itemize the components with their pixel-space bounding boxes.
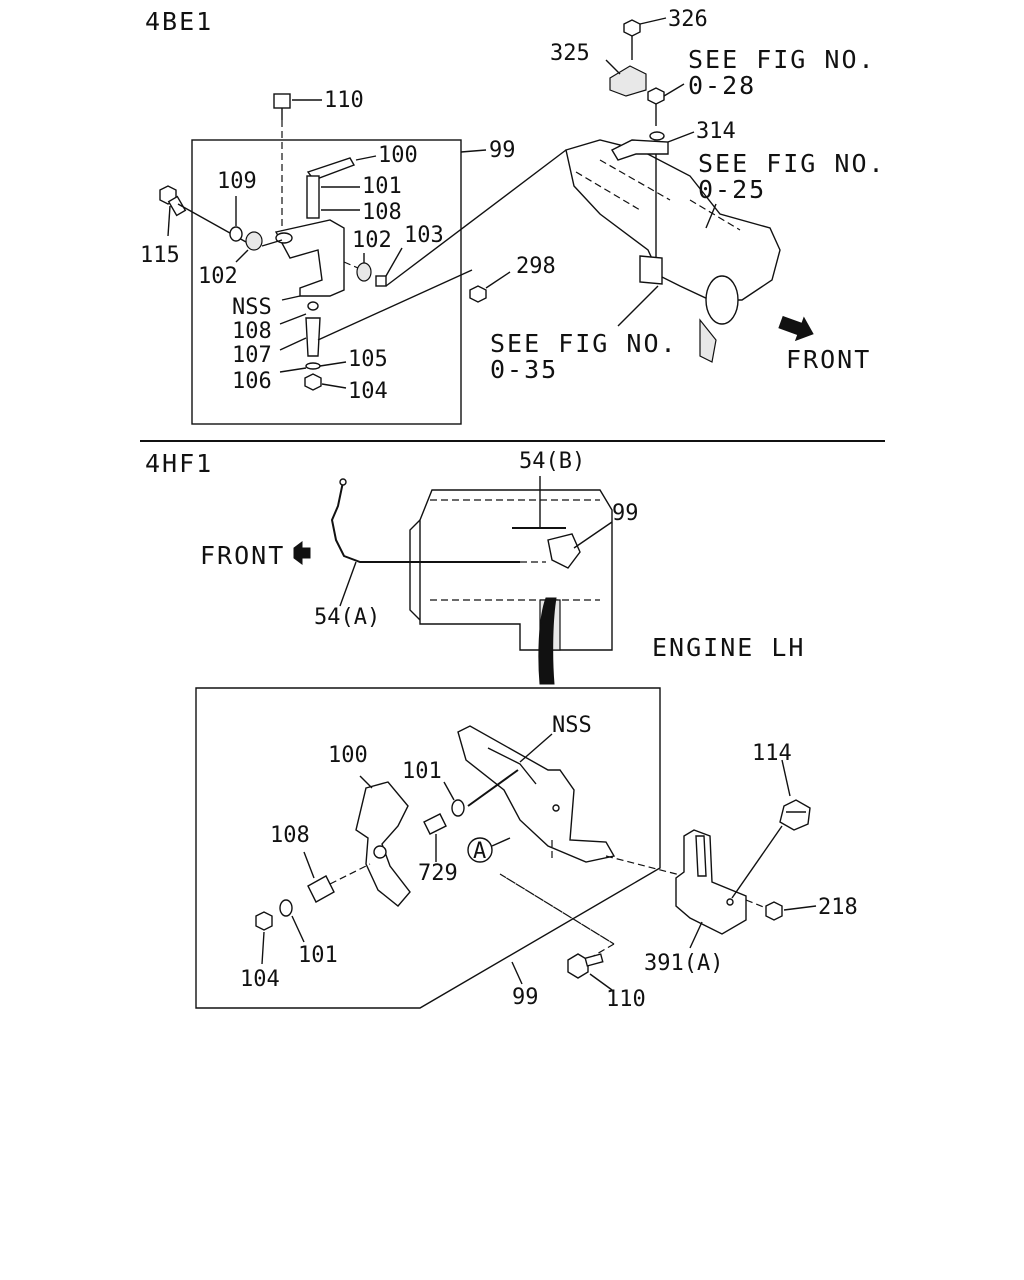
bracket-391a [675,829,747,935]
callout-99-top: 99 [489,138,516,163]
bracket-4be1 [274,219,345,297]
callout-108-detail: 108 [270,823,310,848]
callout-108-lower: 108 [232,319,272,344]
section-4hf1: 4HF1 54(A) 54(B) 99 FRONT ENGINE LH [145,449,858,1012]
callout-nss-top: NSS [232,295,272,320]
callout-325-top: 325 [550,41,590,66]
callout-115-top: 115 [140,243,180,268]
cable-54a [330,481,520,563]
sleeve-729 [423,813,447,835]
callout-104-detail: 104 [240,967,280,992]
front-arrow-icon-top [778,315,814,342]
nut-104-detail [255,911,273,931]
circle-ref-a-icon [467,837,493,863]
callout-102-right: 102 [352,228,392,253]
callout-102-left: 102 [198,264,238,289]
callout-729: 729 [418,861,458,886]
callout-99-overview: 99 [612,501,639,526]
ref-fig-028-line2: 0-28 [688,71,756,100]
bracket-99-overview [547,533,581,569]
nut-218 [765,901,783,921]
nut-298 [469,285,487,303]
callout-54a: 54(A) [314,605,380,630]
section-4be1: 4BE1 110 100 101 108 99 [140,7,886,425]
callout-108-top: 108 [362,200,402,225]
engine-lh-label: ENGINE LH [652,633,805,662]
callout-114: 114 [752,741,792,766]
callout-218: 218 [818,895,858,920]
callout-106-top: 106 [232,369,272,394]
assembly-box-4be1 [191,139,462,425]
callout-101-lower: 101 [298,943,338,968]
callout-391a: 391(A) [644,951,723,976]
bolt-110-detail [567,953,604,979]
cap-325 [609,65,647,97]
circle-ref-a: A [473,839,486,864]
bolt-115 [159,185,187,217]
bolt-326 [623,19,641,60]
clip-114 [779,799,811,831]
bracket-314 [611,131,669,161]
rod-107 [305,317,321,357]
zoom-arrow-icon [538,597,557,685]
section-title-4be1: 4BE1 [145,7,213,36]
callout-99-detail: 99 [512,985,539,1010]
callout-107-top: 107 [232,343,272,368]
callout-100-top: 100 [378,143,418,168]
washer-101-lower [279,899,293,917]
ref-fig-025-line2: 0-25 [698,175,766,204]
pin-103 [375,275,387,287]
callout-nss-detail: NSS [552,713,592,738]
callout-101-top: 101 [362,174,402,199]
bracket-nss-detail [457,725,616,863]
engine-overview-4hf1 [409,489,613,651]
front-label-bottom: FRONT [200,541,285,570]
detail-box-4hf1 [195,687,661,1009]
front-label-top: FRONT [786,345,871,374]
ref-fig-025-line1: SEE FIG NO. [698,149,886,178]
engine-block-sketch-4be1 [565,139,781,363]
bush-102-left [245,231,263,251]
washer-109 [229,226,243,242]
bush-108-detail [307,875,335,903]
ref-fig-035-line1: SEE FIG NO. [490,329,678,358]
callout-104-top: 104 [348,379,388,404]
washer-101-upper [451,799,465,817]
section-title-4hf1: 4HF1 [145,449,213,478]
callout-100-detail: 100 [328,743,368,768]
ref-fig-028-line1: SEE FIG NO. [688,45,876,74]
callout-110-detail: 110 [606,987,646,1012]
callout-54b: 54(B) [519,449,585,474]
callout-105-top: 105 [348,347,388,372]
bush-102-right [356,262,372,282]
callout-326-top: 326 [668,7,708,32]
nut-104 [304,373,322,391]
callout-110-top: 110 [324,88,364,113]
callout-314-top: 314 [696,119,736,144]
ref-fig-035-line2: 0-35 [490,355,558,384]
callout-101-upper: 101 [402,759,442,784]
bolt-110 [273,93,291,232]
callout-109-top: 109 [217,169,257,194]
lever-100 [306,157,356,219]
front-arrow-icon-bottom [293,541,311,565]
callout-103-top: 103 [404,223,444,248]
callout-298-top: 298 [516,254,556,279]
bolt-center-4be1 [647,87,665,126]
lever-100-detail [355,781,411,907]
